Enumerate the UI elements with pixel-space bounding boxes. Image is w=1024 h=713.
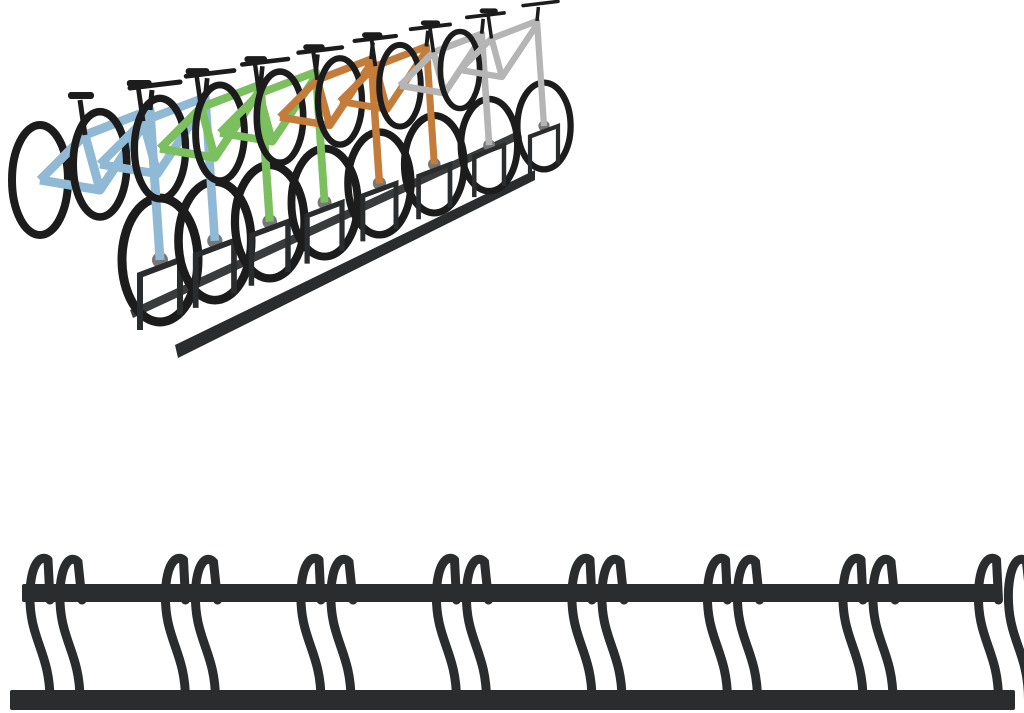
rack-slot-loop [567,553,629,705]
bike-rear-wheel [314,55,366,148]
bike-seatpost [311,50,320,81]
rack-slot-loop [296,553,358,705]
rack-loop-tube [296,553,326,705]
bike [253,33,415,242]
bike-handlebar [296,45,345,55]
rack-loop-tube [431,553,461,705]
bike-seatpost [486,13,494,39]
bike [437,0,574,175]
bike-saddle [68,92,94,99]
rack-loop-tube [527,122,561,175]
empty-rack-front-view [10,553,1024,710]
rack-loop-tube [179,555,190,605]
rack-loop-tube [360,179,399,242]
rack-loop-tube [732,554,764,705]
bike-handlebar [465,11,506,20]
rack-loop-tube [55,554,87,705]
rack-loop-tube [992,555,1003,605]
bike-saddle [362,32,383,38]
bike [69,68,256,308]
rack-loop-tube [25,553,55,705]
bike-rear-wheel [69,107,131,221]
rack-loop-tube [721,555,732,605]
bike-saddle [185,68,210,75]
bike-seatpost [427,26,436,53]
rack-loop-tube [838,553,868,705]
rack-loop-tube [304,198,345,264]
rack-slot-loop [431,553,493,705]
rack-slot-loop [702,553,764,705]
rack-loop-tube [314,555,326,605]
rack-slot-loop [160,553,222,705]
rack-loop-tube [585,555,597,605]
rack-front-rail [175,170,535,358]
rack-loop-tube [416,160,453,220]
rack-slot-loop [25,553,87,705]
bike-rear-wheel [8,121,72,239]
rack-slot-loop [838,553,900,705]
rack-loop-tube [248,217,291,286]
bike-rear-wheel [376,41,424,130]
bike-stem [535,6,541,22]
bike-rear-wheel [437,28,483,112]
bike-handlebar [183,68,237,79]
rack-loop-tube [472,141,507,198]
bike-saddle [479,8,498,14]
rack-loop-tube [868,554,900,705]
bike-rear-wheel [253,68,307,167]
bike-saddle [303,44,325,51]
bike [130,56,309,286]
bike-stem [258,66,265,85]
bike-handlebar [521,0,560,8]
rack-slot-loop [973,553,1024,705]
rack-loop-tube [137,255,183,330]
bike-seatpost [369,38,378,67]
bike-saddle [244,56,268,63]
rack-loop-tube [190,554,222,705]
rack-loop-tube [43,555,55,605]
rack-back-rail [130,130,522,318]
bike-stem [479,18,486,34]
bike-handlebar [352,33,399,43]
rack-with-bikes [8,0,574,358]
rack-bottom-rail [10,690,1015,710]
rack-loop-tube [597,554,629,705]
bike-saddle [420,20,441,26]
rack-loop-tube [450,555,461,605]
rack-loop-tube [326,554,358,705]
bike-saddle [126,80,152,87]
bike-rear-wheel [130,94,190,203]
rack-loop-tube [1003,554,1024,701]
rack-loop-tube [702,553,732,705]
bike-stem [424,30,430,47]
rack-loop-tube [856,555,868,605]
rack-loop-tube [461,554,493,705]
bike-handlebar [127,79,183,91]
bike [192,45,362,264]
rack-loop-tube [567,553,597,705]
rack-loop-tube [973,553,1003,705]
bike-rear-wheel [192,81,248,185]
rack-loop-tube [192,236,237,308]
bike-frame [457,17,548,127]
rack-loop-tube [160,553,190,705]
